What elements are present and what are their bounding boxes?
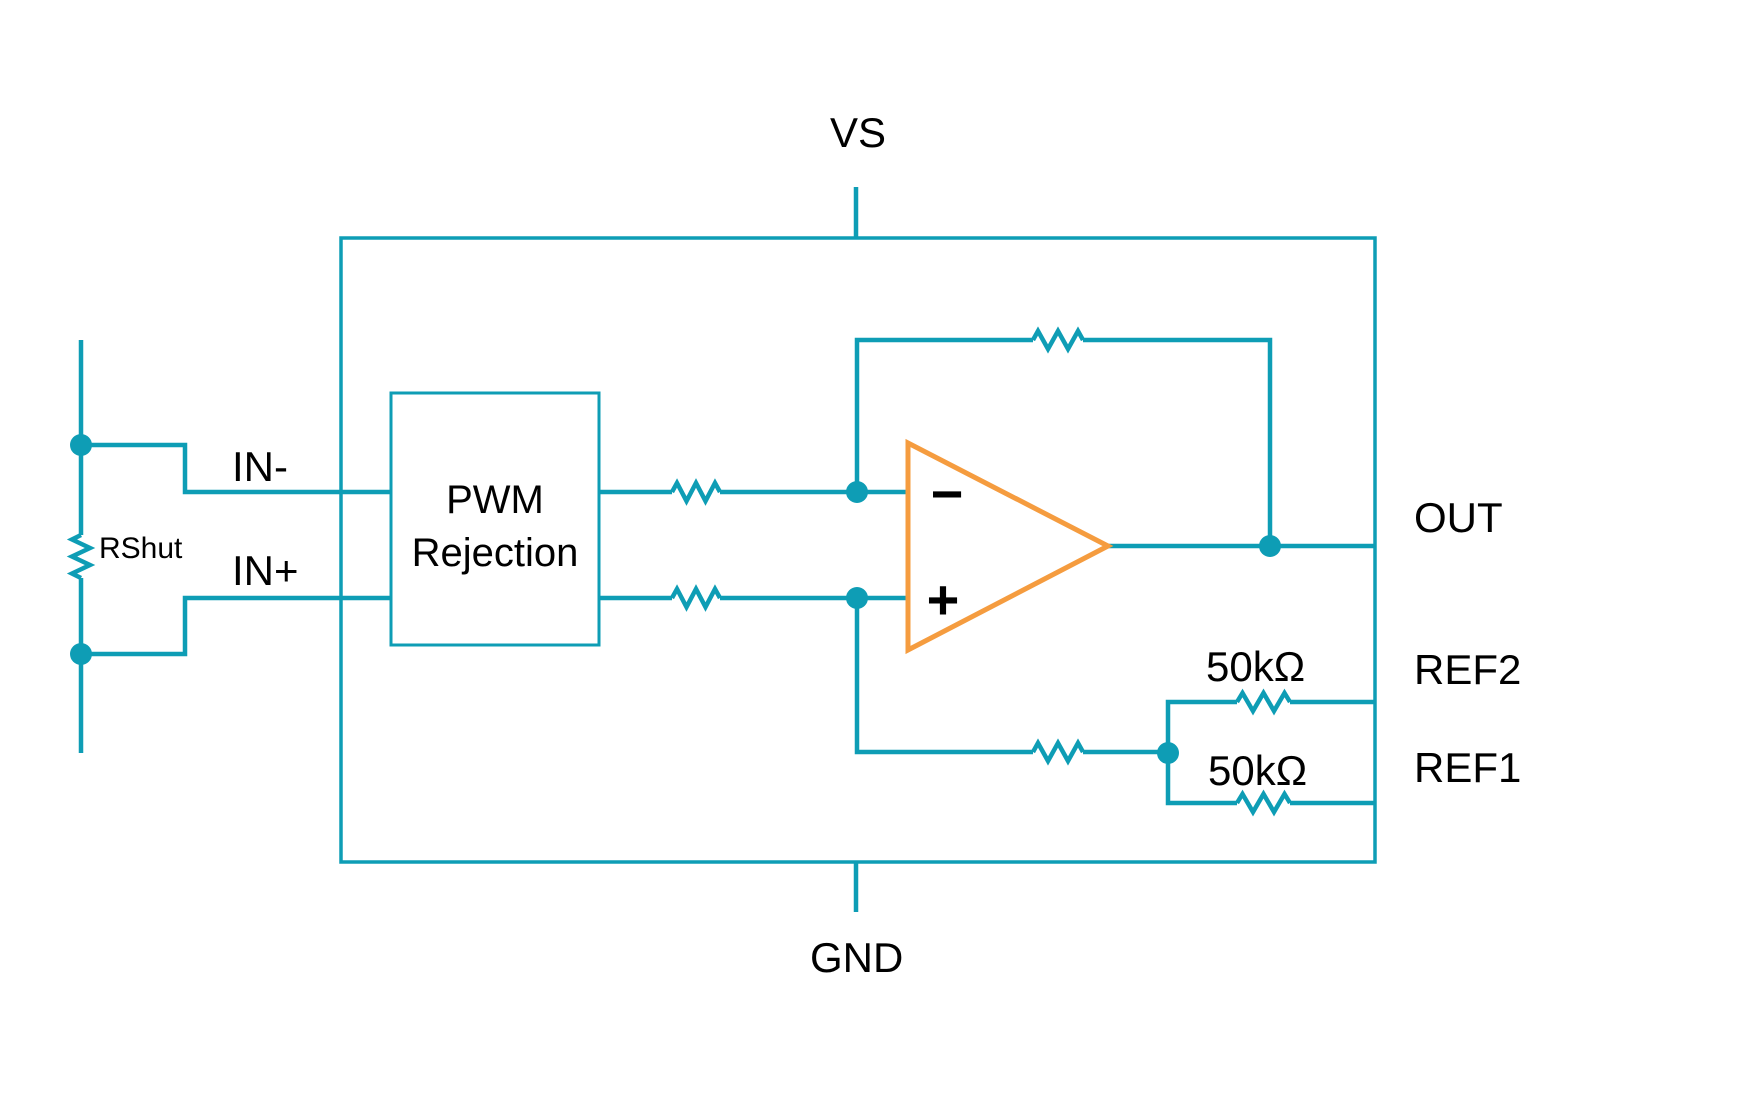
ref-wire-left bbox=[854, 598, 1033, 755]
opamp-noninverting-sign: + bbox=[926, 568, 960, 631]
feedback-net bbox=[854, 326, 1273, 547]
ref1-resistor bbox=[1235, 789, 1292, 817]
junction-dot-output bbox=[1259, 535, 1281, 557]
shunt-resistor-zigzag bbox=[66, 532, 96, 581]
shunt-resistor-label: RShut bbox=[99, 532, 183, 565]
opamp-triangle bbox=[905, 438, 1114, 655]
shunt-branch bbox=[66, 340, 96, 753]
junction-dot-shunt-top bbox=[70, 434, 92, 456]
pwm-rejection-block bbox=[389, 391, 601, 647]
in-minus-input-resistor bbox=[670, 478, 722, 506]
junction-dot-ref bbox=[1157, 742, 1179, 764]
junction-dot-shunt-bottom bbox=[70, 643, 92, 665]
in-plus-pin-label: IN+ bbox=[232, 547, 299, 594]
out-pin-label: OUT bbox=[1414, 494, 1503, 541]
feedback-wire-right bbox=[1083, 337, 1273, 547]
in-minus-net bbox=[81, 442, 908, 506]
vs-pin-label: VS bbox=[830, 109, 887, 156]
ref1-resistor-value: 50kΩ bbox=[1208, 747, 1308, 794]
feedback-wire-left bbox=[854, 337, 1033, 492]
ref2-resistor-value: 50kΩ bbox=[1206, 643, 1306, 690]
ref2-wire-left bbox=[1165, 699, 1237, 753]
pwm-rejection-line2: Rejection bbox=[411, 531, 579, 575]
in-minus-pin-label: IN- bbox=[232, 443, 288, 490]
in-plus-wire-left bbox=[81, 595, 391, 657]
in-minus-wire-left bbox=[81, 442, 391, 495]
in-plus-input-resistor bbox=[670, 584, 722, 612]
feedback-resistor bbox=[1031, 326, 1085, 354]
gnd-pin-label: GND bbox=[810, 934, 904, 981]
ref1-wire-left bbox=[1165, 753, 1237, 806]
opamp-inverting-sign: − bbox=[930, 462, 964, 525]
pwm-rejection-label: PWM Rejection bbox=[391, 393, 599, 645]
pwm-rejection-line1: PWM bbox=[446, 478, 544, 523]
ref-network bbox=[854, 598, 1375, 817]
ref1-pin-label: REF1 bbox=[1414, 744, 1522, 791]
ref2-pin-label: REF2 bbox=[1414, 646, 1522, 693]
in-plus-net bbox=[81, 584, 908, 657]
ref2-resistor bbox=[1235, 688, 1292, 716]
junction-dot-noninverting-input bbox=[846, 587, 868, 609]
junction-dot-inverting-input bbox=[846, 481, 868, 503]
ref-series-resistor bbox=[1031, 738, 1085, 766]
